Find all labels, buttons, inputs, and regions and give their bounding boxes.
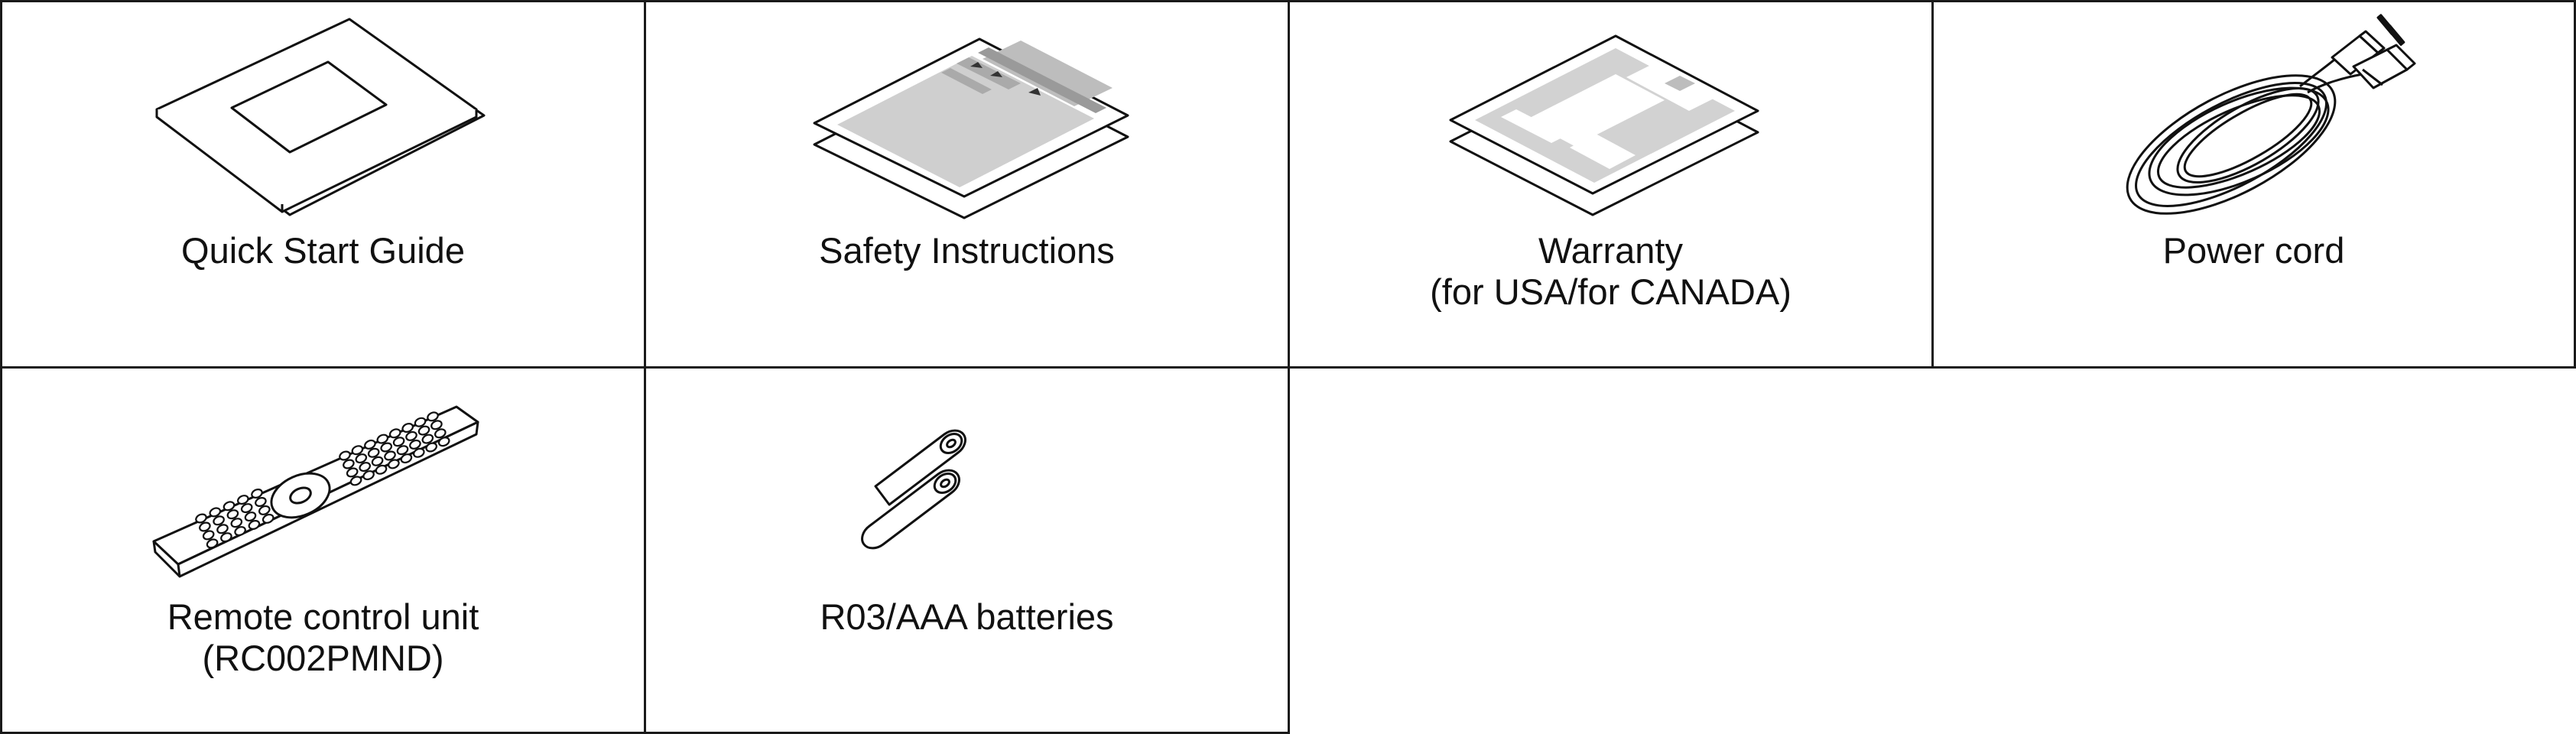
item-warranty: Warranty (for USA/for CANADA) (1288, 0, 1934, 369)
item-label: Remote control unit (167, 596, 479, 637)
item-label: Quick Start Guide (181, 230, 465, 271)
item-power-cord: Power cord (1931, 0, 2576, 369)
item-quick-start-guide: Quick Start Guide (0, 0, 646, 369)
power-cord-illustration (1934, 13, 2574, 219)
item-sublabel: (for USA/for CANADA) (1430, 271, 1792, 312)
item-remote-control: Remote control unit (RC002PMND) (0, 366, 646, 734)
item-label: Warranty (1538, 230, 1683, 271)
warranty-illustration (1290, 13, 1931, 219)
item-safety-instructions: Safety Instructions (644, 0, 1290, 369)
remote-control-icon (152, 405, 479, 578)
batteries-illustration (646, 379, 1288, 586)
sheets-illustration (646, 13, 1288, 219)
warranty-document-icon (1449, 34, 1759, 216)
item-batteries: R03/AAA batteries (644, 366, 1290, 734)
item-label: R03/AAA batteries (820, 596, 1114, 637)
item-label: Power cord (2162, 230, 2345, 271)
booklet-icon (155, 18, 485, 216)
remote-illustration (2, 379, 644, 586)
booklet-illustration (2, 13, 644, 219)
document-sheets-icon (813, 37, 1129, 219)
item-label: Safety Instructions (819, 230, 1115, 271)
batteries-icon (860, 429, 966, 550)
power-cord-icon (2126, 14, 2415, 215)
item-sublabel: (RC002PMND) (202, 638, 444, 678)
